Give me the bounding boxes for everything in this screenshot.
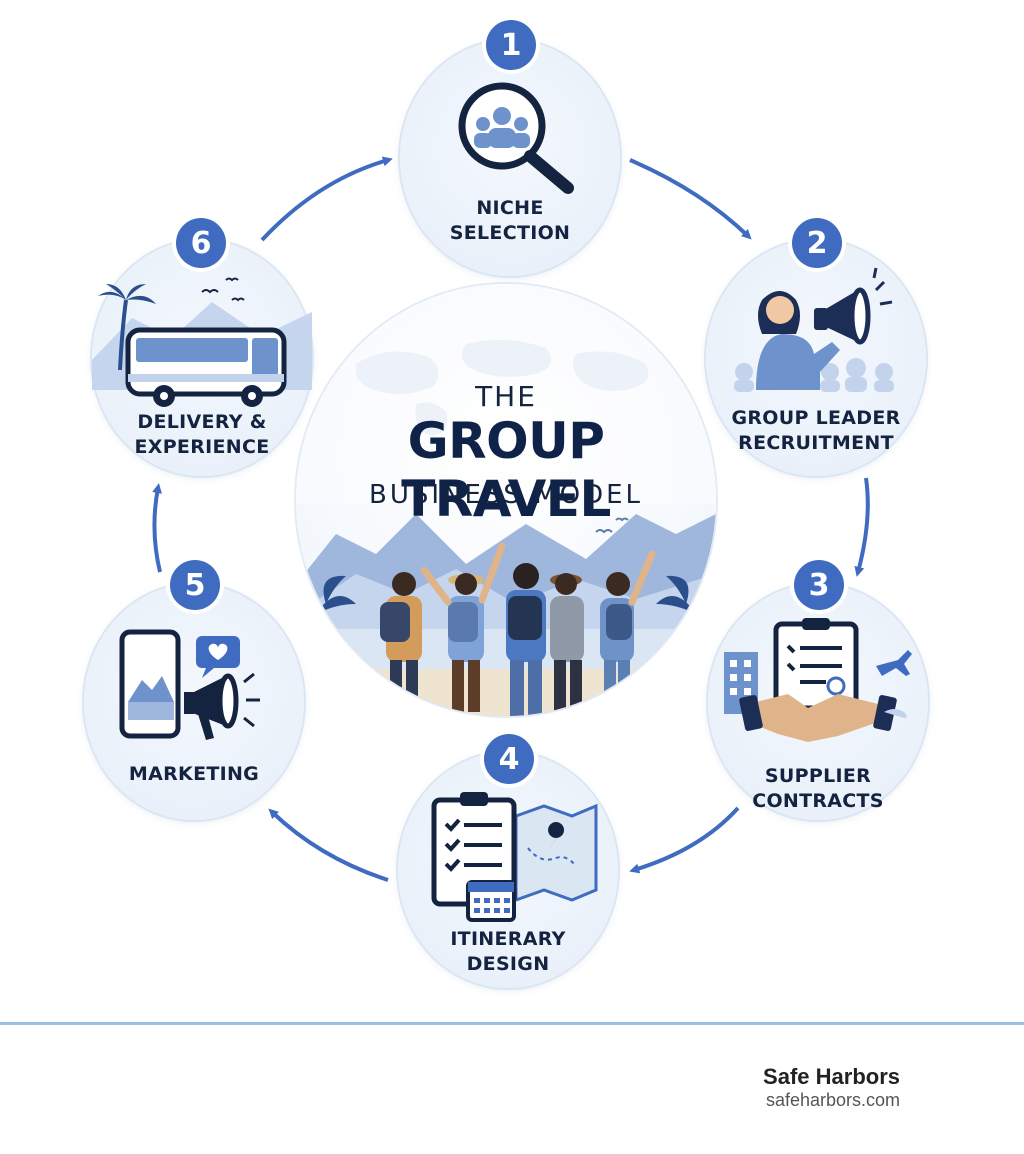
cycle-arrows	[152, 156, 870, 882]
arrow-2-to-3	[854, 477, 870, 577]
brand-url[interactable]: safeharbors.com	[765, 1090, 900, 1110]
footer-divider	[0, 1022, 1024, 1025]
step-4-itinerary-design: ITINERARY DESIGN	[398, 752, 618, 988]
step-6-label-line-1: DELIVERY &	[137, 411, 267, 433]
title-prefix: THE	[475, 380, 537, 413]
megaphone-leader-icon	[734, 267, 894, 392]
step-2-group-leader-recruitment: GROUP LEADER RECRUITMENT	[706, 240, 926, 476]
step-6-badge: 6	[176, 218, 226, 268]
clipboard-map-icon	[431, 792, 598, 922]
step-4-label-line-2: DESIGN	[466, 953, 550, 975]
step-1-label-line-1: NICHE	[476, 197, 544, 219]
title-main: GROUP TRAVEL	[401, 412, 611, 528]
step-5-badge: 5	[170, 560, 220, 610]
arrow-3-to-4	[629, 806, 740, 874]
tour-bus-icon	[92, 277, 312, 407]
step-2-badge: 2	[792, 218, 842, 268]
step-3-supplier-contracts: SUPPLIER CONTRACTS	[708, 584, 928, 820]
step-4-label-line-1: ITINERARY	[450, 928, 566, 950]
handshake-contract-icon	[724, 618, 912, 742]
step-3-label-line-1: SUPPLIER	[764, 765, 872, 787]
step-1-niche-selection: NICHE SELECTION	[400, 40, 620, 276]
arrow-6-to-1	[260, 156, 393, 242]
step-5-marketing: MARKETING	[84, 584, 304, 820]
arrow-4-to-5	[268, 808, 389, 882]
center-title-circle: THE GROUP TRAVEL BUSINESS MODEL	[296, 284, 716, 716]
step-4-badge: 4	[484, 734, 534, 784]
step-3-label-line-2: CONTRACTS	[752, 790, 884, 812]
step-3-badge: 3	[794, 560, 844, 610]
arrow-1-to-2	[629, 158, 752, 240]
title-subtitle: BUSINESS MODEL	[368, 480, 644, 510]
phone-megaphone-icon	[119, 629, 260, 740]
travelers-scene-illustration	[296, 284, 716, 716]
step-1-label-line-2: SELECTION	[449, 222, 571, 244]
step-2-label-line-2: RECRUITMENT	[738, 432, 894, 454]
step-5-label-line-1: MARKETING	[128, 763, 260, 785]
arrow-5-to-6	[152, 483, 162, 573]
magnifier-group-icon	[458, 82, 574, 194]
step-1-badge: 1	[486, 20, 536, 70]
step-2-label-line-1: GROUP LEADER	[731, 407, 901, 429]
cycle-diagram: THE GROUP TRAVEL BUSINESS MODEL NICHE SE…	[84, 20, 928, 988]
step-6-label-line-2: EXPERIENCE	[134, 436, 270, 458]
brand-name: Safe Harbors	[763, 1064, 900, 1089]
step-6-delivery-experience: DELIVERY & EXPERIENCE	[92, 240, 312, 476]
